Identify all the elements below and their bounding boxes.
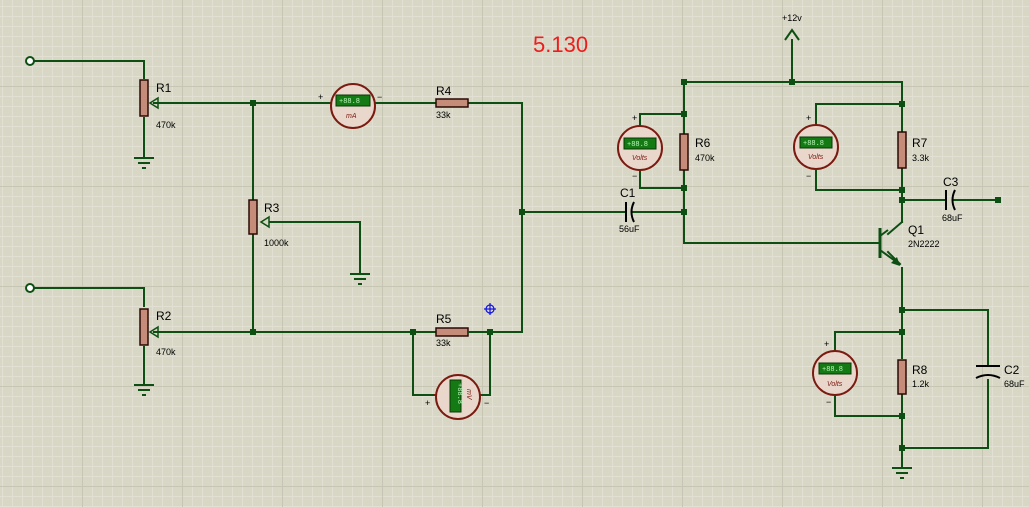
r8-label: R8 (912, 363, 928, 377)
ammeter-ma[interactable]: +88.8 mA + − (318, 83, 382, 129)
resistor-r5[interactable]: R5 33k (435, 312, 490, 348)
capacitor-c1[interactable]: C1 56uF (619, 186, 640, 234)
ammeter-unit: mA (346, 113, 357, 120)
ground-r3 (350, 273, 370, 285)
vm-r7-minus: − (806, 171, 811, 181)
c2-value: 68uF (1004, 379, 1025, 389)
supply-label: +12v (782, 13, 802, 23)
ammeter-plus: + (318, 92, 323, 102)
voltmeter-r7[interactable]: +88.8 Volts + − (793, 113, 839, 181)
r2-value: 470k (156, 347, 176, 357)
capacitor-c3[interactable]: C3 68uF (942, 175, 963, 223)
vm-r6-plus: + (632, 113, 637, 123)
resistor-r2[interactable]: R2 470k (139, 308, 176, 357)
r7-label: R7 (912, 136, 928, 150)
q1-value: 2N2222 (908, 239, 940, 249)
mv-minus: − (484, 398, 489, 408)
probe-crosshair-icon[interactable] (484, 303, 496, 315)
c2-label: C2 (1004, 363, 1020, 377)
c3-value: 68uF (942, 213, 963, 223)
r3-label: R3 (264, 201, 280, 215)
ground-r1 (134, 157, 154, 169)
vm-r8-unit: Volts (827, 381, 843, 388)
mv-plus: + (425, 398, 430, 408)
r7-value: 3.3k (912, 153, 930, 163)
voltmeter-r8[interactable]: +88.8 Volts + − (812, 339, 858, 407)
mv-display: +88.8 (455, 383, 463, 404)
millivoltmeter-mv[interactable]: +88.8 mV + − (425, 374, 489, 420)
r1-label: R1 (156, 81, 172, 95)
r5-label: R5 (436, 312, 452, 326)
resistor-r7[interactable]: R7 3.3k (897, 131, 930, 169)
vm-r6-minus: − (632, 171, 637, 181)
r4-label: R4 (436, 84, 452, 98)
vm-r6-display: +88.8 (627, 141, 648, 149)
resistor-r1[interactable]: R1 470k (139, 79, 176, 130)
r1-value: 470k (156, 120, 176, 130)
mv-unit: mV (465, 389, 472, 401)
ground-r2 (134, 384, 154, 396)
vm-r8-plus: + (824, 339, 829, 349)
vm-r8-display: +88.8 (822, 366, 843, 374)
ground-main (892, 467, 912, 479)
r8-value: 1.2k (912, 379, 930, 389)
resistor-r6[interactable]: R6 470k (679, 133, 715, 171)
resistor-r8[interactable]: R8 1.2k (897, 359, 930, 395)
c3-label: C3 (943, 175, 959, 189)
ammeter-display: +88.8 (339, 98, 360, 106)
vm-r8-minus: − (826, 397, 831, 407)
wires (33, 39, 999, 469)
input-terminal-1[interactable] (25, 56, 35, 66)
transistor-q1[interactable]: Q1 2N2222 (878, 223, 940, 266)
vm-r7-display: +88.8 (803, 140, 824, 148)
q1-label: Q1 (908, 223, 924, 237)
vm-r7-unit: Volts (808, 154, 824, 161)
power-supply-terminal[interactable]: +12v (782, 13, 802, 41)
r6-value: 470k (695, 153, 715, 163)
r6-label: R6 (695, 136, 711, 150)
r3-value: 1000k (264, 238, 289, 248)
capacitor-c2[interactable]: C2 68uF (975, 363, 1025, 389)
simulation-readout: 5.130 (533, 32, 588, 57)
resistor-r3[interactable]: R3 1000k (248, 199, 289, 248)
vm-r7-plus: + (806, 113, 811, 123)
c1-label: C1 (620, 186, 636, 200)
input-terminal-2[interactable] (25, 283, 35, 293)
r5-value: 33k (436, 338, 451, 348)
r2-label: R2 (156, 309, 172, 323)
ammeter-minus: − (377, 92, 382, 102)
c1-value: 56uF (619, 224, 640, 234)
vm-r6-unit: Volts (632, 155, 648, 162)
resistor-r4[interactable]: R4 33k (435, 84, 469, 120)
voltmeter-r6[interactable]: +88.8 Volts + − (617, 113, 663, 181)
r4-value: 33k (436, 110, 451, 120)
